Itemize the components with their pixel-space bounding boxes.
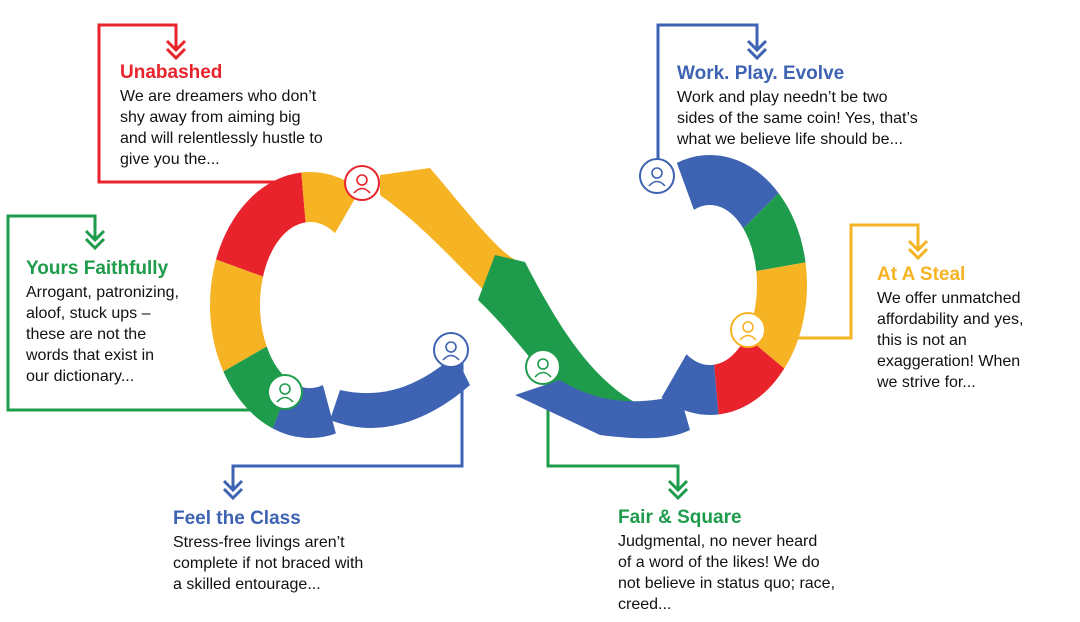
left-lower-blue-band: [330, 355, 470, 428]
unabashed-block: Unabashed We are dreamers who don’t shy …: [120, 62, 385, 170]
yours-faithfully-block: Yours Faithfully Arrogant, patronizing, …: [26, 258, 231, 387]
feel-the-class-text: Stress-free livings aren’t complete if n…: [173, 534, 364, 593]
hand-coins-icon-head: [742, 321, 754, 333]
heart-handshake-icon: [525, 349, 561, 385]
fair-and-square-title: Fair & Square: [618, 507, 742, 528]
person-lamp-icon: [267, 374, 303, 410]
hand-pointer-icon-body: [353, 187, 371, 194]
yours-faithfully-text: Arrogant, patronizing, aloof, stuck ups …: [26, 284, 179, 385]
feel-the-class-block: Feel the Class Stress-free livings aren’…: [173, 508, 438, 595]
at-a-steal-block: At A Steal We offer unmatched affordabil…: [877, 264, 1077, 393]
work-play-evolve-text: Work and play needn’t be two sides of th…: [677, 89, 918, 148]
hand-pointer-icon-head: [356, 174, 368, 186]
work-connector-line: [656, 23, 759, 170]
right-loop-blue-segment: [676, 154, 779, 229]
fair-and-square-block: Fair & Square Judgmental, no never heard…: [618, 507, 893, 615]
laptop-user-icon-head: [651, 167, 663, 179]
unabashed-title: Unabashed: [120, 62, 223, 83]
steal-connector-line: [770, 223, 920, 340]
faithfully-connector-line: [6, 214, 280, 412]
unabashed-connector-arrow-icon: [165, 39, 187, 61]
fair-connector-arrow-icon: [667, 479, 689, 501]
right-loop-red-segment: [714, 336, 785, 415]
yours-faithfully-title: Yours Faithfully: [26, 258, 169, 279]
cross-green-band: [478, 255, 640, 435]
feel-the-class-title: Feel the Class: [173, 508, 301, 529]
cross-yellow-band: [380, 168, 520, 300]
laptop-user-icon-body: [648, 180, 666, 187]
person-badge-icon-body: [442, 354, 460, 361]
left-loop-red-segment: [216, 172, 306, 277]
person-lamp-icon-head: [279, 383, 291, 395]
person-lamp-icon-body: [276, 396, 294, 403]
class-connector-arrow-icon: [222, 479, 244, 501]
class-connector-line: [231, 360, 464, 488]
heart-handshake-icon-body: [534, 371, 552, 378]
left-loop-green-segment: [223, 346, 292, 429]
hand-coins-icon-body: [739, 334, 757, 341]
unabashed-connector-line: [97, 23, 360, 184]
hand-pointer-icon: [344, 165, 380, 201]
person-badge-icon: [433, 332, 469, 368]
unabashed-text: We are dreamers who don’t shy away from …: [120, 88, 323, 168]
faithfully-connector-arrow-icon: [84, 229, 106, 251]
fair-connector-line: [546, 372, 680, 488]
left-loop-yellow-segment: [209, 259, 267, 372]
heart-handshake-icon-head: [537, 358, 549, 370]
at-a-steal-title: At A Steal: [877, 264, 966, 285]
right-loop-green-segment: [743, 193, 806, 272]
work-play-evolve-block: Work. Play. Evolve Work and play needn’t…: [677, 63, 977, 150]
work-play-evolve-title: Work. Play. Evolve: [677, 63, 845, 84]
fair-and-square-text: Judgmental, no never heard of a word of …: [618, 533, 836, 613]
at-a-steal-text: We offer unmatched affordability and yes…: [877, 290, 1024, 391]
work-connector-arrow-icon: [746, 39, 768, 61]
hand-coins-icon: [730, 312, 766, 348]
laptop-user-icon: [639, 158, 675, 194]
person-badge-icon-head: [445, 341, 457, 353]
steal-connector-arrow-icon: [907, 239, 929, 261]
cross-blue-band: [515, 380, 690, 439]
